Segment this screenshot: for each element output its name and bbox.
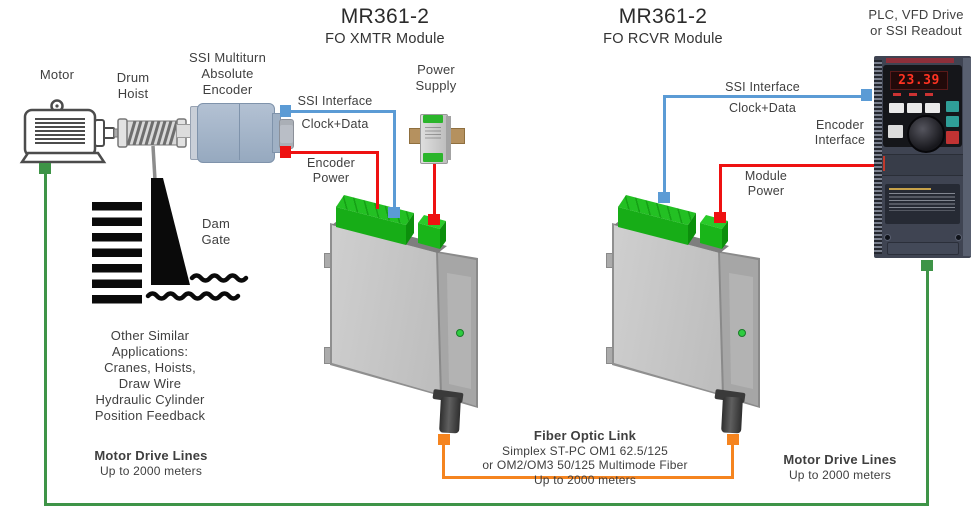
vfd-dial [907,115,945,153]
vfd-button [888,125,903,138]
psu-side [446,116,451,160]
fiber-link-line [442,444,445,478]
drum-hoist-label: Drum Hoist [116,70,150,101]
dam-gate-label: Dam Gate [201,216,231,247]
arrowhead [438,434,450,445]
xmtr-title: MR361-2 FO XMTR Module [285,4,485,48]
arrowhead [388,207,400,218]
hoist-cable [151,145,157,181]
arrowhead [280,105,291,117]
encoder-interface-label: Encoder Interface [814,118,866,148]
xmtr-model: MR361-2 [340,5,430,28]
motor-label: Motor [39,67,75,82]
ssi-line-right [663,96,666,192]
arrowhead [280,146,291,158]
vfd-keypad: 23.39 [883,65,962,153]
vfd-label-plate [885,184,960,224]
fo-rcvr-module [606,185,764,437]
motor-drive-label-left: Motor Drive Lines Up to 2000 meters [94,448,208,478]
status-led [738,329,746,337]
st-fiber-connector [714,388,748,437]
motor-drive-label-right: Motor Drive Lines Up to 2000 meters [783,452,897,482]
rcvr-subtitle: FO RCVR Module [603,30,723,47]
status-led [456,329,464,337]
psu-terminal-bottom [423,153,443,162]
rcvr-model: MR361-2 [618,5,708,28]
clock-data-label-left: Clock+Data [301,117,369,131]
rcvr-title: MR361-2 FO RCVR Module [563,4,763,48]
xmtr-subtitle: FO XMTR Module [325,30,445,47]
motor-drive-line-left [44,173,47,506]
psu-label-lines [425,127,441,141]
module-power-line [719,164,874,167]
psu-terminal-top [423,115,443,123]
motor-drive-line-right [926,270,929,506]
module-body [614,225,724,395]
arrowhead [428,214,440,225]
encoder-seam [239,104,240,160]
vfd-stop-button [946,131,959,144]
heatsink-fins [874,60,882,254]
water-waves-icon [145,273,249,301]
arrowhead [714,212,726,223]
arrowhead [658,192,670,203]
encoder-label: SSI Multiturn Absolute Encoder [188,50,266,97]
dam-gate-icon [151,178,190,285]
vfd-button [889,103,904,113]
motor-icon [19,99,115,164]
fo-xmtr-module [324,185,482,437]
vfd-button [946,116,959,127]
fiber-link-label: Fiber Optic Link Simplex ST-PC OM1 62.5/… [482,428,688,488]
arrowhead [861,89,872,101]
ssi-line-left [291,110,396,113]
vfd-display: 23.39 [890,71,948,90]
vfd-button [925,103,940,113]
clock-data-label-right: Clock+Data [729,101,796,115]
module-power-label: Module Power [744,169,788,199]
encoder-body [197,103,275,163]
ssi-interface-label-right: SSI Interface [725,80,800,94]
psu-power-line [433,164,436,216]
applications-note: Other Similar Applications: Cranes, Hois… [94,328,206,423]
vfd-button [907,103,922,113]
encoder-power-line [291,151,379,154]
arrowhead [921,260,933,271]
plc-title: PLC, VFD Drive or SSI Readout [868,7,964,38]
encoder-power-label: Encoder Power [307,156,355,186]
power-supply-label: Power Supply [415,62,457,93]
arrowhead [727,434,739,445]
arrowhead [39,163,51,174]
module-body [332,225,442,395]
drum-hoist-icon [113,118,199,148]
vfd-button [946,101,959,112]
vfd-drive-icon: 23.39 [874,56,971,258]
ssi-interface-label-left: SSI Interface [297,94,373,108]
dam-wall-icon [92,202,142,304]
motor-drive-line-bottom [44,503,929,506]
power-supply-icon [408,112,465,164]
machinery-scene [19,99,249,304]
